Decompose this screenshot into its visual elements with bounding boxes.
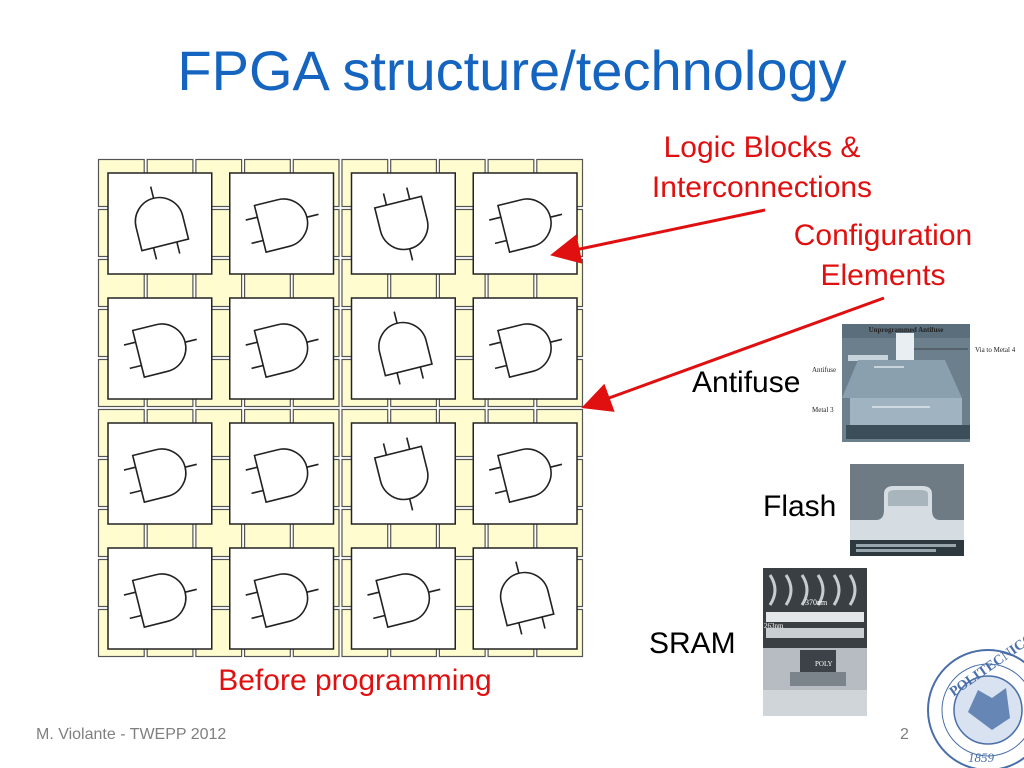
footer-author: M. Violante - TWEPP 2012: [36, 726, 227, 743]
logic-block: [350, 547, 456, 650]
and-gate-symbol: [367, 573, 441, 629]
callout-logic-line-2: Interconnections: [651, 171, 873, 204]
arrow-to-config-element: [581, 296, 885, 412]
logic-block: [350, 297, 456, 400]
and-gate-symbol: [373, 437, 429, 511]
footer-page-number: 2: [900, 726, 909, 743]
antifuse-micrograph-title: Unprogrammed Antifuse: [869, 326, 944, 334]
and-gate-symbol: [123, 448, 197, 504]
logic-block: [229, 172, 335, 275]
flash-micrograph: [850, 464, 964, 556]
and-gate-symbol: [123, 323, 197, 379]
logic-block: [107, 422, 213, 525]
antifuse-label-antifuse: Antifuse: [812, 366, 836, 374]
logic-block: [472, 172, 578, 275]
callout-logic-line-1: Logic Blocks &: [663, 131, 861, 164]
callout-configuration-elements: Configuration Elements: [778, 216, 988, 296]
arrow-to-logic-block: [550, 208, 766, 264]
callout-arrows: [550, 208, 885, 412]
and-gate-symbol: [378, 311, 433, 385]
logic-blocks: [107, 172, 578, 650]
logic-block: [107, 547, 213, 650]
and-gate-symbol: [245, 448, 319, 504]
sram-label-width: 370nm: [805, 598, 828, 607]
sram-label-poly: POLY: [815, 660, 833, 668]
and-gate-symbol: [489, 323, 563, 379]
and-gate-symbol: [134, 186, 190, 260]
sram-micrograph: 370nm 263nm POLY: [763, 568, 867, 716]
logic-block: [350, 172, 456, 275]
slide-title: FPGA structure/technology: [177, 39, 847, 102]
logic-block: [229, 547, 335, 650]
and-gate-symbol: [489, 198, 563, 254]
and-gate-symbol: [489, 448, 563, 504]
and-gate-symbol: [499, 561, 555, 635]
logic-block: [472, 297, 578, 400]
fpga-logic-grid: [97, 158, 584, 658]
caption-before-programming: Before programming: [218, 664, 492, 697]
politecnico-logo: POLITECNICO DI TORINO 1859: [927, 585, 1024, 768]
logic-block: [472, 422, 578, 525]
logic-block: [350, 422, 456, 525]
and-gate-symbol: [373, 187, 429, 261]
logic-block: [107, 297, 213, 400]
sram-label-height: 263nm: [764, 622, 784, 630]
antifuse-label-via: Via to Metal 4: [975, 346, 1016, 354]
and-gate-symbol: [245, 198, 319, 254]
antifuse-label-metal3: Metal 3: [812, 406, 834, 414]
and-gate-symbol: [245, 573, 319, 629]
and-gate-symbol: [123, 573, 197, 629]
label-antifuse: Antifuse: [692, 366, 801, 399]
label-sram: SRAM: [649, 627, 736, 660]
callout-logic-blocks: Logic Blocks & Interconnections: [636, 128, 888, 208]
and-gate-symbol: [245, 323, 319, 379]
callout-config-line-1: Configuration: [793, 219, 973, 252]
logic-block: [472, 547, 578, 650]
logic-block: [229, 297, 335, 400]
label-flash: Flash: [763, 490, 837, 523]
callout-config-line-2: Elements: [820, 259, 946, 292]
antifuse-micrograph: Unprogrammed Antifuse Via to Metal 4 Ant…: [812, 324, 1016, 442]
logic-block: [229, 422, 335, 525]
logic-block: [107, 172, 213, 275]
svg-text:1859: 1859: [968, 750, 995, 765]
